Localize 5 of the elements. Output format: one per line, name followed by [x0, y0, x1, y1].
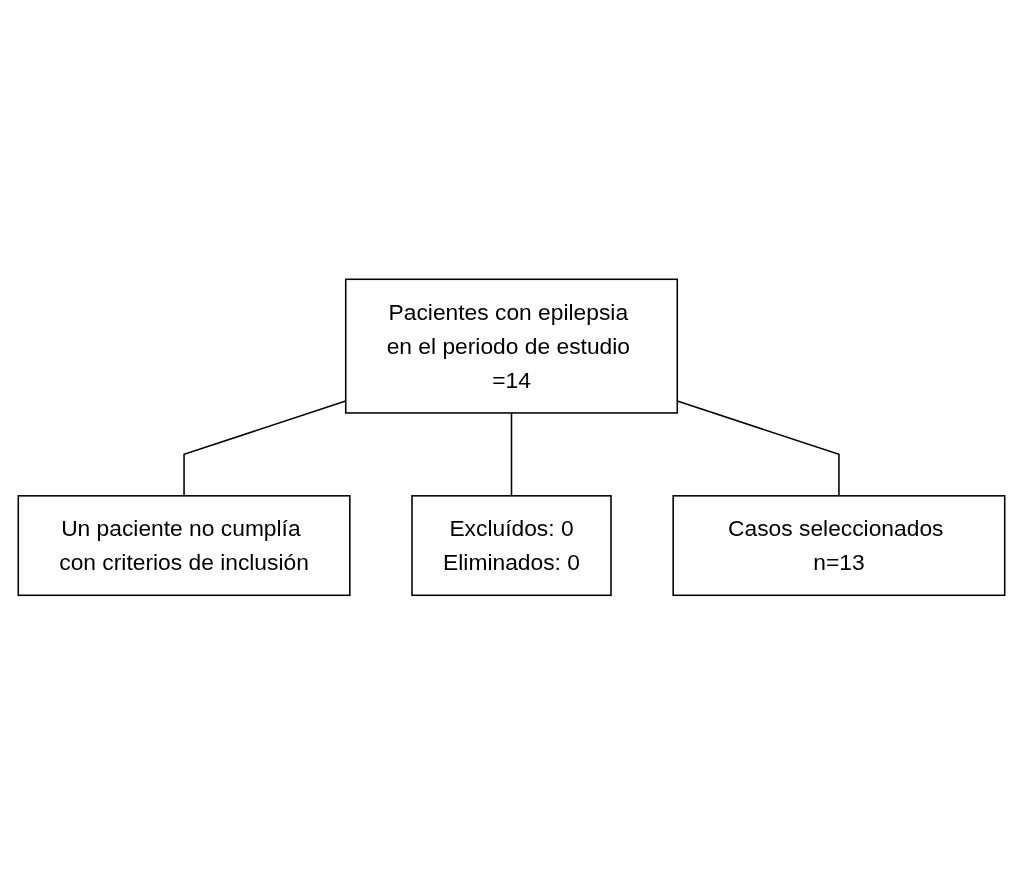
node-box: Pacientes con epilepsia en el periodo de estudio =14 [344, 278, 679, 414]
node-box: Excluídos: 0 Eliminados: 0 [411, 495, 612, 597]
connector [510, 412, 513, 497]
node-box: Un paciente no cumplía con criterios de inclusión [17, 495, 351, 597]
node-box: Casos seleccionados n=13 [672, 495, 1006, 597]
